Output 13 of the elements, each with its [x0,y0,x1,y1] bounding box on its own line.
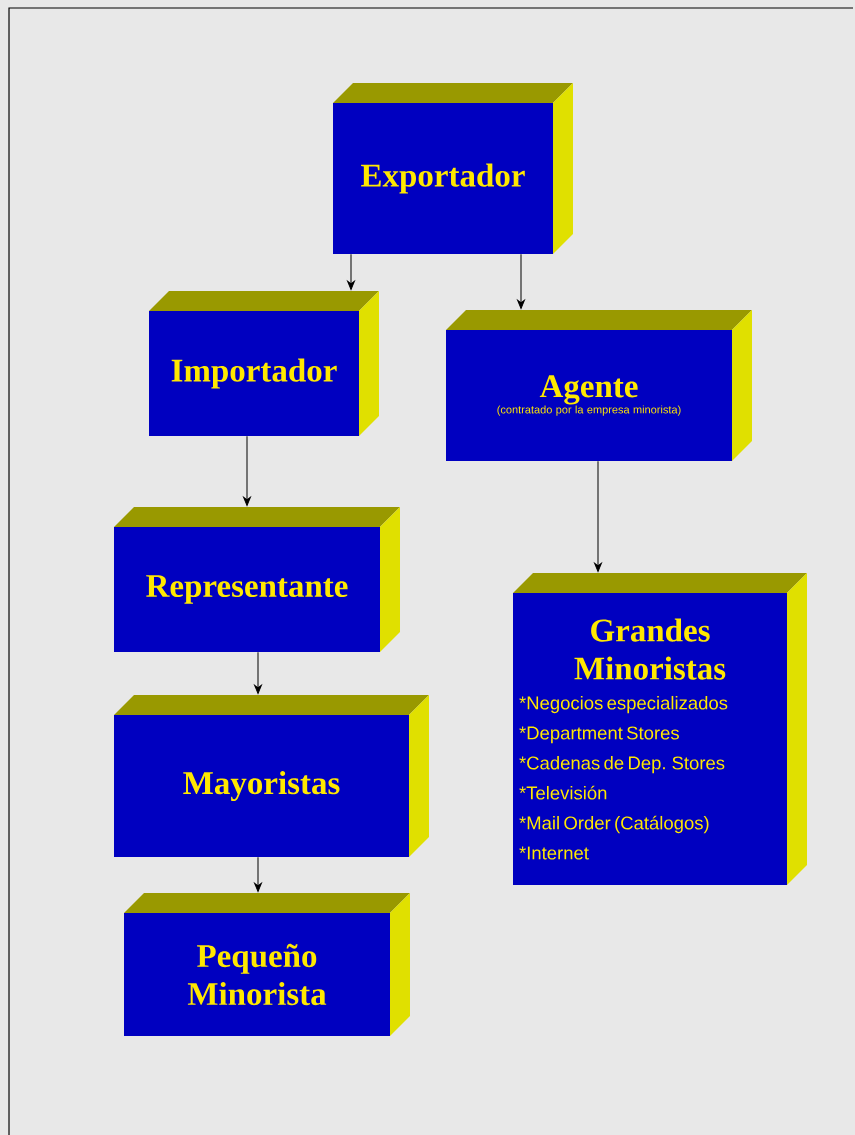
block-box: Importador [149,291,379,436]
block-box: Grandes Minoristas *Negocios especializados *Department Stores *Cadenas de Dep. Stores *Televisión *Mail Order (Catálogos) *Internet [513,573,807,885]
block-box: Agente (contratado por la empresa minorista) [446,310,752,461]
arrow [243,435,251,506]
block-box: Mayoristas [114,695,429,857]
block-box: Representante [114,507,400,652]
block-box: Exportador [333,83,573,254]
arrow [347,253,355,290]
arrow [254,651,262,694]
block-box: Pequeño Minorista [124,893,410,1036]
arrow [254,856,262,892]
arrow [594,460,602,572]
arrow [517,253,525,309]
